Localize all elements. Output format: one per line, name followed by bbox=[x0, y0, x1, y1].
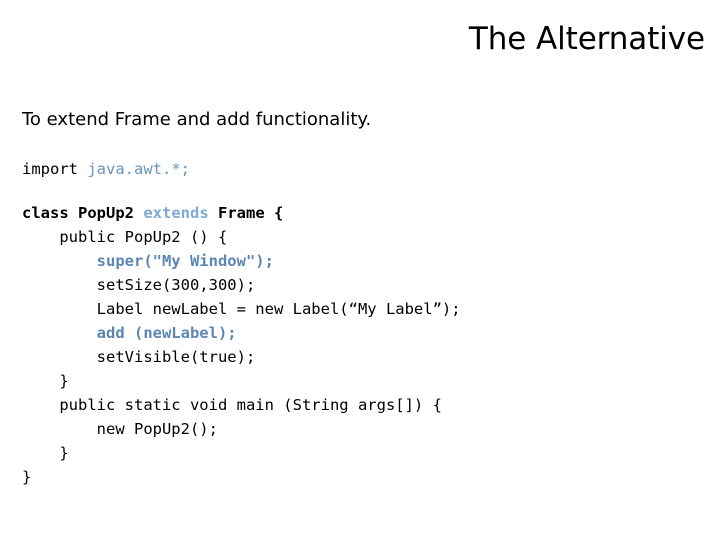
code-token: super("My Window"); bbox=[96, 252, 274, 270]
code-indent bbox=[22, 324, 97, 342]
code-indent bbox=[22, 420, 97, 438]
code-token: } bbox=[59, 372, 69, 390]
line-constructor: public PopUp2 () { bbox=[22, 225, 702, 249]
line-super: super("My Window"); bbox=[22, 249, 702, 273]
code-indent bbox=[22, 300, 97, 318]
line-setvisible: setVisible(true); bbox=[22, 345, 702, 369]
line-setsize: setSize(300,300); bbox=[22, 273, 702, 297]
code-token: setSize(300,300); bbox=[96, 276, 256, 294]
code-indent bbox=[22, 228, 59, 246]
code-token: } bbox=[22, 468, 32, 486]
code-token: extends bbox=[143, 204, 209, 222]
page-title: The Alternative bbox=[468, 21, 705, 57]
code-token: add (newLabel); bbox=[96, 324, 237, 342]
code-indent bbox=[22, 396, 59, 414]
code-token: Label newLabel = new Label(“My Label”); bbox=[96, 300, 461, 318]
line-main: public static void main (String args[]) … bbox=[22, 393, 702, 417]
code-token: public PopUp2 () { bbox=[59, 228, 228, 246]
line-label: Label newLabel = new Label(“My Label”); bbox=[22, 297, 702, 321]
code-indent bbox=[22, 372, 59, 390]
code-token: public static void main (String args[]) … bbox=[59, 396, 442, 414]
code-token: java.awt.*; bbox=[87, 160, 190, 178]
slide-subtitle: To extend Frame and add functionality. bbox=[22, 109, 372, 130]
code-indent bbox=[22, 252, 97, 270]
code-token: new PopUp2(); bbox=[96, 420, 218, 438]
code-indent bbox=[22, 444, 59, 462]
code-token: } bbox=[59, 444, 69, 462]
code-block: import java.awt.*; class PopUp2 extends F… bbox=[22, 157, 702, 489]
code-indent bbox=[22, 348, 97, 366]
line-close-constructor: } bbox=[22, 369, 702, 393]
line-close-class: } bbox=[22, 465, 702, 489]
line-add: add (newLabel); bbox=[22, 321, 702, 345]
code-token: class PopUp2 bbox=[22, 204, 144, 222]
code-indent bbox=[22, 276, 97, 294]
line-new-popup: new PopUp2(); bbox=[22, 417, 702, 441]
code-token: setVisible(true); bbox=[96, 348, 256, 366]
code-token: Frame { bbox=[208, 204, 284, 222]
line-close-main: } bbox=[22, 441, 702, 465]
code-token: import bbox=[22, 160, 88, 178]
line-import: import java.awt.*; bbox=[22, 157, 702, 181]
line-class-decl: class PopUp2 extends Frame { bbox=[22, 201, 702, 225]
